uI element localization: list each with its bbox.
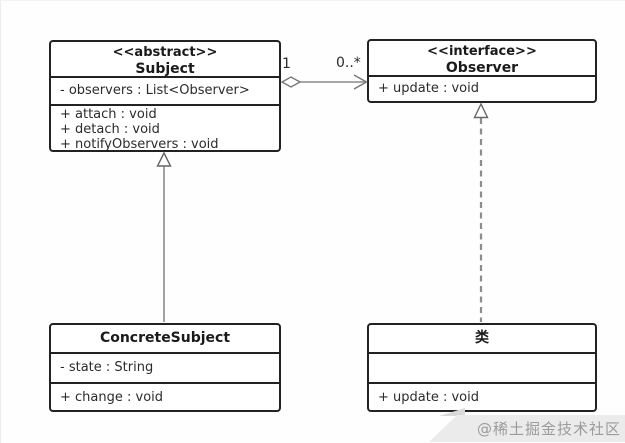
class-concrete-subject-methods: + change : void [51, 382, 279, 410]
class-subject-name: Subject [135, 61, 195, 77]
method-notify-observers: + notifyObservers : void [60, 137, 219, 150]
hollow-triangle-arrowhead-icon [156, 151, 172, 167]
method-attach: + attach : void [60, 107, 157, 122]
attribute-state: - state : String [60, 360, 154, 375]
class-subject-methods: + attach : void + detach : void + notify… [51, 104, 279, 150]
watermark-ribbon-fold [439, 408, 465, 416]
open-arrowhead-icon [353, 74, 368, 90]
aggregation-connector [280, 74, 368, 90]
class-subject-stereotype: <<abstract>> [112, 45, 218, 60]
class-subject-header: <<abstract>> Subject [51, 42, 279, 77]
class-box-concrete-observer: 类 + update : void [367, 323, 597, 412]
aggregation-diamond-icon [280, 76, 302, 88]
class-observer-header: <<interface>> Observer [369, 41, 595, 76]
method-detach: + detach : void [60, 122, 160, 137]
class-concrete-observer-attributes-empty [369, 352, 595, 382]
class-box-subject: <<abstract>> Subject - observers : List<… [49, 40, 281, 152]
class-observer-stereotype: <<interface>> [427, 44, 537, 59]
class-concrete-observer-methods: + update : void [369, 382, 595, 410]
method-update-observer: + update : void [378, 81, 479, 96]
generalization-connector [156, 151, 172, 322]
class-observer-methods: + update : void [369, 75, 595, 101]
class-concrete-subject-name: ConcreteSubject [99, 330, 231, 346]
class-observer-name: Observer [445, 60, 519, 76]
realization-connector [473, 102, 489, 322]
multiplicity-label-many: 0..* [336, 55, 361, 71]
attribute-observers: - observers : List<Observer> [60, 83, 250, 98]
multiplicity-label-one: 1 [282, 56, 291, 72]
class-subject-attributes: - observers : List<Observer> [51, 76, 279, 104]
method-update-concrete: + update : void [378, 390, 479, 405]
watermark-text: @稀土掘金技术社区 [476, 420, 621, 438]
hollow-triangle-arrowhead-icon [473, 102, 489, 119]
class-concrete-subject-header: ConcreteSubject [51, 325, 279, 352]
method-change: + change : void [60, 390, 164, 405]
class-concrete-subject-attributes: - state : String [51, 352, 279, 382]
watermark-ribbon [429, 415, 625, 442]
class-concrete-observer-name: 类 [475, 330, 489, 346]
class-concrete-observer-header: 类 [369, 325, 595, 352]
class-box-observer: <<interface>> Observer + update : void [367, 39, 597, 103]
class-box-concrete-subject: ConcreteSubject - state : String + chang… [49, 323, 281, 412]
